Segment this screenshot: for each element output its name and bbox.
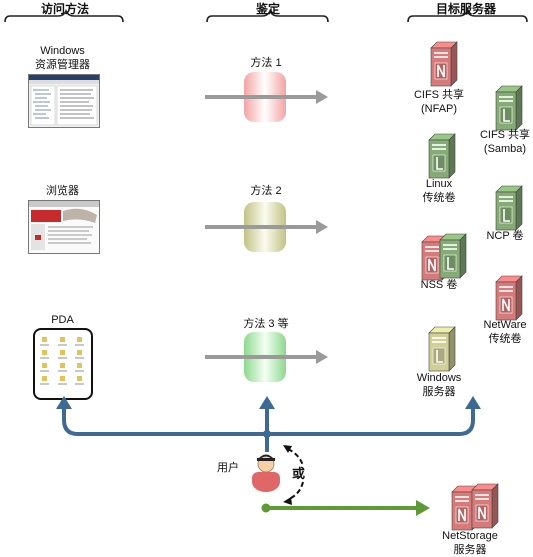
server-netstorage-label: NetStorage 服务器 (442, 530, 498, 556)
header-braces (4, 8, 528, 23)
arrow-to-clients (56, 396, 72, 409)
method-2-arrow (205, 220, 328, 234)
method-3-label: 方法 3 等 (243, 318, 289, 330)
netstorage-path (261, 500, 430, 516)
server-netware-icon (495, 275, 523, 321)
server-linux-icon (428, 133, 456, 179)
server-ncp-icon (495, 185, 523, 231)
server-nss-icon-2 (439, 233, 467, 279)
client-browser-label: 浏览器 (46, 185, 79, 197)
arrow-to-servers (465, 396, 481, 409)
brace-target (407, 8, 528, 23)
client-pda-label: PDA (51, 314, 74, 326)
server-nss-label: NSS 卷 (420, 279, 458, 291)
arrow-to-auth (259, 396, 275, 409)
server-linux-label: Linux 传统卷 (422, 178, 456, 204)
client-windows-explorer-label: Windows 资源管理器 (35, 45, 90, 71)
header-access-methods: 访问方法 (40, 2, 89, 16)
server-netstorage-icon-2 (471, 483, 499, 529)
server-cifs-nfap-icon (430, 41, 458, 87)
brace-access (4, 8, 124, 23)
brace-auth (206, 8, 329, 23)
method-1-arrow (205, 90, 328, 104)
header-authentication: 鉴定 (255, 2, 280, 16)
pda-device (33, 328, 93, 400)
server-windows-label: Windows 服务器 (416, 372, 462, 398)
server-cifs-nfap-label: CIFS 共享 (NFAP) (413, 89, 465, 115)
header-target-servers: 目标服务器 (435, 2, 496, 16)
user-icon (252, 454, 280, 492)
method-1-label: 方法 1 (250, 57, 282, 69)
browser-thumbnail (28, 200, 100, 254)
flow-junction (263, 430, 271, 438)
or-label: 或 (292, 466, 306, 481)
server-cifs-samba-icon (495, 85, 523, 131)
method-2-label: 方法 2 (250, 185, 282, 197)
server-netware-label: NetWare 传统卷 (483, 319, 527, 345)
server-cifs-samba-label: CIFS 共享 (Samba) (479, 129, 531, 155)
server-windows-icon (428, 326, 456, 372)
user-label: 用户 (217, 462, 239, 474)
windows-explorer-thumbnail (28, 74, 100, 128)
server-ncp-label: NCP 卷 (486, 230, 524, 242)
method-3-arrow (205, 350, 328, 364)
